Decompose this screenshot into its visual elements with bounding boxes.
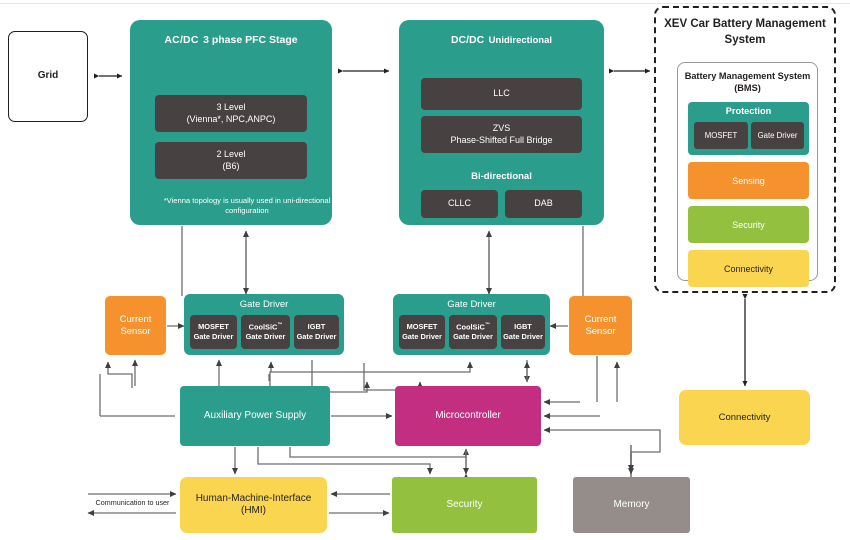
- current-sensor-left[interactable]: Current Sensor: [105, 296, 166, 355]
- dcdc-topology-llc-label: LLC: [493, 88, 510, 99]
- microcontroller-block[interactable]: Microcontroller: [395, 386, 541, 446]
- dcdc-topology-cllc-label: CLLC: [447, 198, 471, 209]
- bms-row-connectivity[interactable]: Connectivity: [688, 250, 809, 287]
- acdc-topology-2level-line2: (B6): [222, 160, 240, 171]
- acdc-topology-3level-line2: (Vienna*, NPC,ANPC): [186, 113, 276, 124]
- gate-driver-right-igbt[interactable]: IGBT Gate Driver: [501, 315, 545, 349]
- dcdc-topology-llc[interactable]: LLC: [421, 78, 582, 110]
- acdc-title: AC/DC: [164, 34, 199, 46]
- security-label: Security: [446, 498, 483, 510]
- dcdc-block[interactable]: DC/DC Unidirectional LLC ZVS Phase-Shift…: [399, 20, 604, 225]
- bms-protection-mosfet[interactable]: MOSFET: [694, 122, 748, 149]
- auxiliary-power-supply-block[interactable]: Auxiliary Power Supply: [180, 386, 330, 446]
- connectivity-block[interactable]: Connectivity: [679, 390, 810, 445]
- gate-driver-right-coolsic[interactable]: CoolSiC™ Gate Driver: [449, 315, 497, 349]
- acdc-topology-2level-line1: 2 Level: [216, 148, 246, 159]
- gate-driver-group-right[interactable]: Gate Driver MOSFET Gate Driver CoolSiC™ …: [393, 294, 550, 355]
- dcdc-unidirectional-label: Unidirectional: [488, 35, 553, 46]
- grid-label: Grid: [37, 70, 59, 82]
- dcdc-topology-dab-label: DAB: [534, 198, 553, 209]
- memory-block[interactable]: Memory: [573, 477, 690, 533]
- auxiliary-power-supply-label: Auxiliary Power Supply: [203, 409, 307, 421]
- dcdc-topology-cllc[interactable]: CLLC: [421, 190, 498, 218]
- xev-bms-panel: XEV Car Battery Management System Batter…: [654, 6, 836, 293]
- current-sensor-left-line1: Current: [119, 313, 152, 325]
- current-sensor-left-line2: Sensor: [120, 325, 151, 337]
- hmi-line1: Human-Machine-Interface: [195, 492, 312, 504]
- gate-driver-right-mosfet[interactable]: MOSFET Gate Driver: [399, 315, 445, 349]
- acdc-topology-2level[interactable]: 2 Level (B6): [155, 142, 307, 179]
- acdc-footnote: *Vienna topology is usually used in uni-…: [163, 196, 331, 216]
- gate-driver-left-mosfet[interactable]: MOSFET Gate Driver: [190, 315, 237, 349]
- xev-bms-panel-title: XEV Car Battery Management System: [664, 18, 826, 46]
- bms-row-sensing[interactable]: Sensing: [688, 162, 809, 199]
- hmi-block[interactable]: Human-Machine-Interface (HMI): [180, 477, 327, 533]
- grid-block[interactable]: Grid: [8, 31, 88, 122]
- acdc-subtitle: 3 phase PFC Stage: [203, 34, 298, 46]
- bms-inner-box[interactable]: Battery Management System (BMS) Protecti…: [677, 62, 818, 287]
- bms-protection-gate-driver[interactable]: Gate Driver: [751, 122, 804, 149]
- dcdc-topology-dab[interactable]: DAB: [505, 190, 582, 218]
- bms-row-security[interactable]: Security: [688, 206, 809, 243]
- current-sensor-right-line1: Current: [584, 313, 617, 325]
- acdc-topology-3level[interactable]: 3 Level (Vienna*, NPC,ANPC): [155, 95, 307, 132]
- current-sensor-right[interactable]: Current Sensor: [569, 296, 632, 355]
- gate-driver-left-igbt[interactable]: IGBT Gate Driver: [294, 315, 339, 349]
- security-block[interactable]: Security: [392, 477, 537, 533]
- current-sensor-right-line2: Sensor: [585, 325, 616, 337]
- bms-inner-title: Battery Management System (BMS): [684, 71, 811, 94]
- acdc-topology-3level-line1: 3 Level: [216, 101, 246, 112]
- dcdc-title: DC/DC: [450, 34, 485, 46]
- dcdc-bidirectional-label: Bi-directional: [471, 171, 532, 182]
- memory-label: Memory: [613, 498, 650, 510]
- communication-to-user-label: Communication to user: [95, 498, 170, 507]
- gate-driver-right-title: Gate Driver: [447, 299, 496, 310]
- bms-protection-label: Protection: [725, 106, 772, 116]
- connectivity-label: Connectivity: [718, 411, 771, 423]
- dcdc-topology-zvs-line1: ZVS: [492, 122, 511, 133]
- microcontroller-label: Microcontroller: [435, 409, 501, 421]
- bms-protection-group[interactable]: Protection MOSFET Gate Driver: [688, 102, 809, 155]
- dcdc-topology-zvs[interactable]: ZVS Phase-Shifted Full Bridge: [421, 116, 582, 153]
- gate-driver-group-left[interactable]: Gate Driver MOSFET Gate Driver CoolSiC™ …: [184, 294, 344, 355]
- acdc-block[interactable]: AC/DC 3 phase PFC Stage 3 Level (Vienna*…: [130, 20, 332, 225]
- top-divider: [0, 3, 850, 4]
- gate-driver-left-title: Gate Driver: [239, 299, 289, 310]
- hmi-line2: (HMI): [240, 505, 266, 516]
- dcdc-topology-zvs-line2: Phase-Shifted Full Bridge: [450, 134, 553, 145]
- gate-driver-left-coolsic[interactable]: CoolSiC™ Gate Driver: [241, 315, 290, 349]
